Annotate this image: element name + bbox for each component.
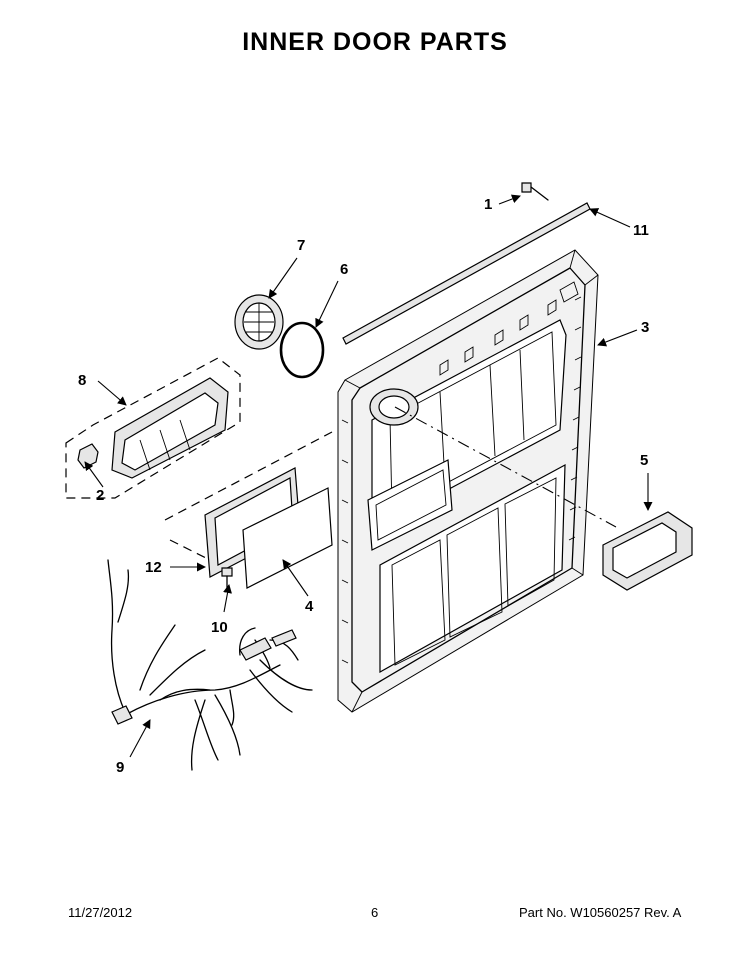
callout-9: 9	[116, 759, 124, 776]
inner-door-panel	[337, 249, 599, 713]
footer-date: 11/27/2012	[68, 905, 133, 920]
screw-part-10	[221, 567, 233, 589]
callout-4: 4	[305, 598, 314, 615]
callout-7: 7	[297, 237, 305, 254]
page-title: INNER DOOR PARTS	[242, 28, 508, 56]
callout-3: 3	[641, 319, 649, 336]
callout-12: 12	[145, 559, 162, 576]
vent-gasket	[279, 321, 325, 379]
footer-page-number: 6	[371, 905, 379, 920]
leader-lines	[84, 194, 653, 758]
footer-part-number: Part No. W10560257 Rev. A	[519, 905, 682, 920]
callout-11: 11	[633, 222, 649, 239]
callout-2: 2	[96, 487, 104, 504]
callout-1: 1	[484, 196, 492, 213]
dispenser-assembly	[602, 511, 693, 591]
screw-part-1	[521, 182, 549, 201]
callout-5: 5	[640, 452, 648, 469]
panel-insulation	[164, 431, 333, 589]
callout-10: 10	[211, 619, 228, 636]
control-housing-assembly	[65, 357, 241, 499]
callout-8: 8	[78, 372, 86, 389]
callout-labels: 1 2 3 4 5 6 7 8 9 10 11 12	[78, 196, 649, 776]
vent-assembly	[234, 294, 284, 350]
wire-harness	[107, 559, 313, 771]
callout-6: 6	[340, 261, 348, 278]
